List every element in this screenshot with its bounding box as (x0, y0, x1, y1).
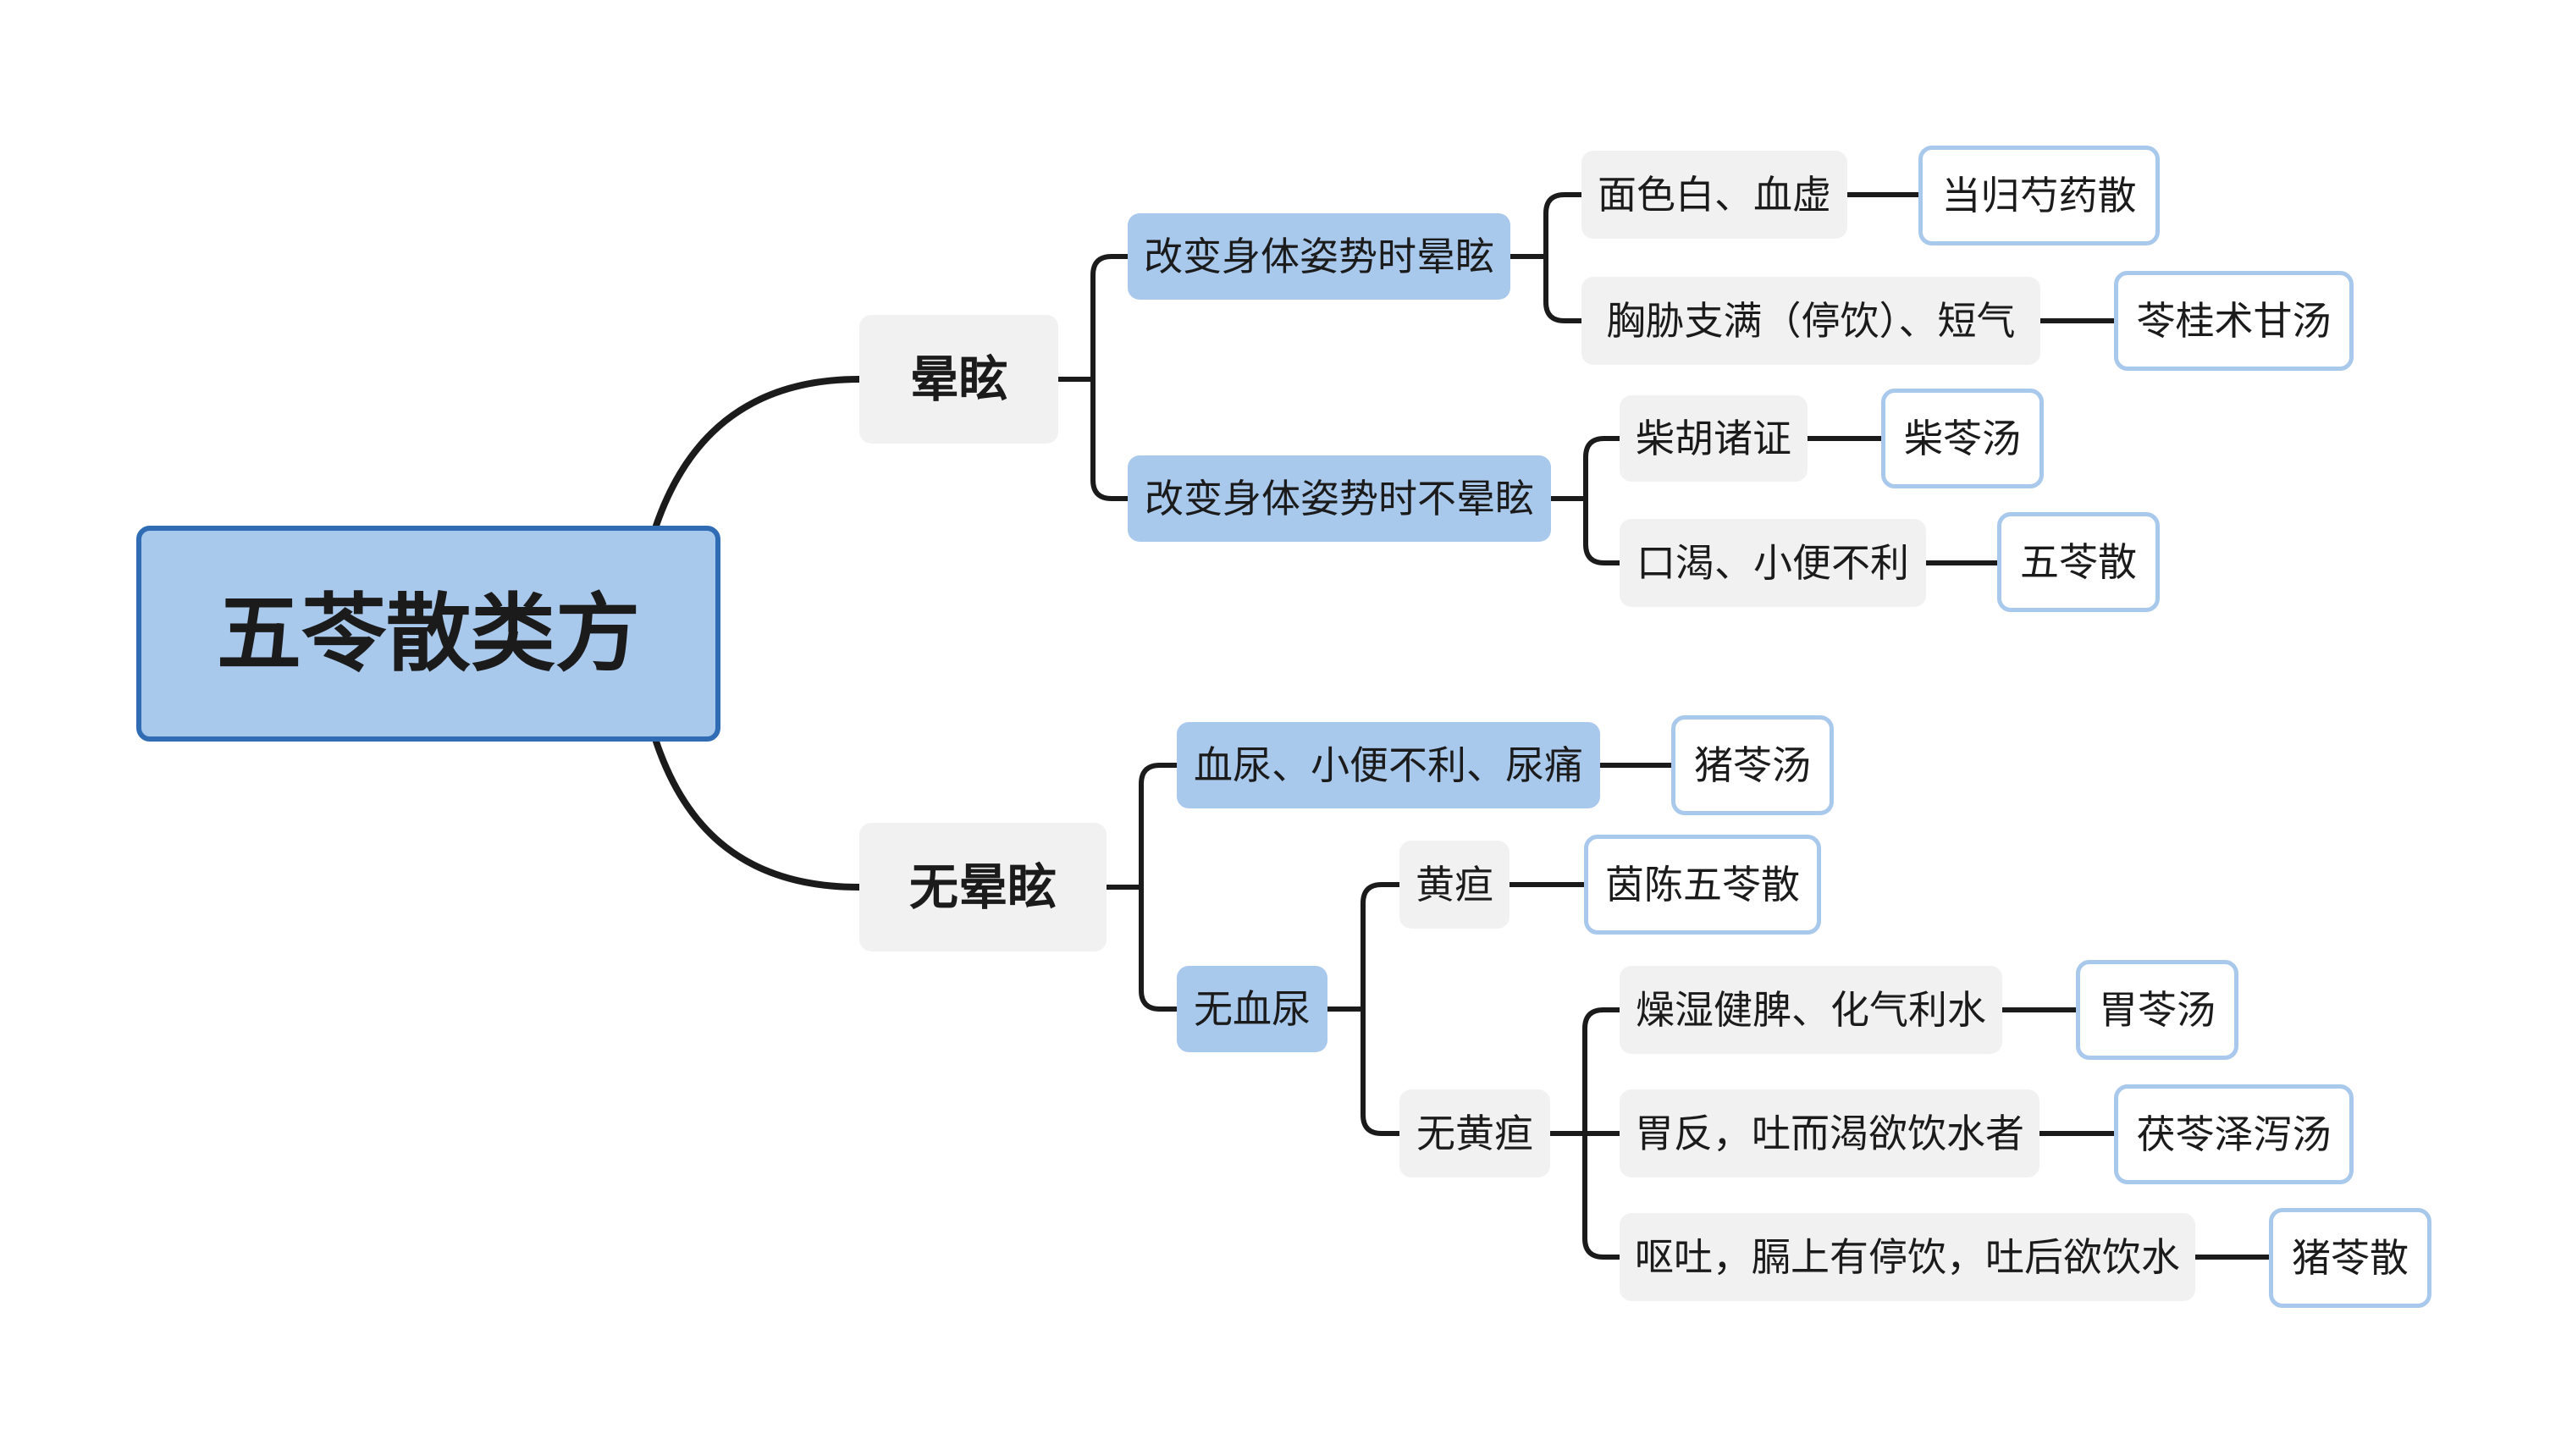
condition-chaihu-syndromes: 柴胡诸证 (1620, 395, 1808, 482)
topic-hematuria: 血尿、小便不利、尿痛 (1177, 722, 1600, 808)
branch-vertigo: 晕眩 (859, 315, 1058, 444)
posture-no-vertigo-bracket-link-0 (1583, 436, 1622, 501)
formula-zhuling-san: 猪苓散 (2269, 1208, 2431, 1308)
topic-no-jaundice: 无黄疸 (1399, 1089, 1550, 1177)
formula-wuling-san: 五苓散 (1997, 512, 2160, 612)
formula-chai-ling-tang: 柴苓汤 (1881, 389, 2044, 488)
branch-no-vertigo: 无晕眩 (859, 823, 1107, 951)
no-jaundice-bracket-link-0 (1582, 1007, 1622, 1136)
condition-pale-blood-deficiency: 面色白、血虚 (1581, 151, 1847, 239)
no-vertigo-bracket-link-0 (1139, 763, 1179, 890)
no-vertigo-bracket-link-1 (1139, 885, 1179, 1012)
posture-vertigo-bracket-link-1 (1543, 254, 1584, 323)
formula-linggui-zhugan-tang: 苓桂术甘汤 (2114, 271, 2354, 371)
posture-vertigo-bracket-link-0 (1543, 192, 1584, 259)
condition-stomach-reflux: 胃反，吐而渴欲饮水者 (1620, 1089, 2039, 1177)
formula-danggui-shaoyao-san: 当归芍药散 (1918, 146, 2160, 245)
posture-no-vertigo-bracket-link-1 (1583, 496, 1622, 565)
formula-zhuling-tang: 猪苓汤 (1671, 715, 1834, 815)
root-topic: 五苓散类方 (136, 526, 720, 742)
formula-weiling-tang: 胃苓汤 (2076, 960, 2238, 1060)
topic-posture-vertigo: 改变身体姿势时晕眩 (1128, 213, 1510, 300)
no-jaundice-bracket-link-2 (1582, 1131, 1622, 1260)
root-to-no-vertigo-curve (653, 738, 863, 891)
root-to-vertigo-curve (653, 376, 863, 529)
topic-posture-no-vertigo: 改变身体姿势时不晕眩 (1128, 455, 1551, 542)
formula-yinchen-wuling-san: 茵陈五苓散 (1584, 835, 1821, 935)
topic-jaundice: 黄疸 (1399, 841, 1510, 929)
condition-thirst-dysuria: 口渴、小便不利 (1620, 519, 1926, 607)
formula-fuling-zexie-tang: 茯苓泽泻汤 (2114, 1084, 2354, 1184)
topic-no-hematuria: 无血尿 (1177, 966, 1327, 1052)
no-hematuria-bracket-link-1 (1361, 1007, 1402, 1136)
condition-vomiting-fluid: 呕吐，膈上有停饮，吐后欲饮水 (1620, 1213, 2195, 1301)
vertigo-bracket-link-1 (1090, 377, 1130, 501)
vertigo-bracket-link-0 (1090, 254, 1130, 382)
condition-dry-damp: 燥湿健脾、化气利水 (1620, 966, 2002, 1054)
no-hematuria-bracket-link-0 (1361, 882, 1402, 1012)
condition-chest-fullness: 胸胁支满（停饮）、短气 (1581, 277, 2040, 365)
